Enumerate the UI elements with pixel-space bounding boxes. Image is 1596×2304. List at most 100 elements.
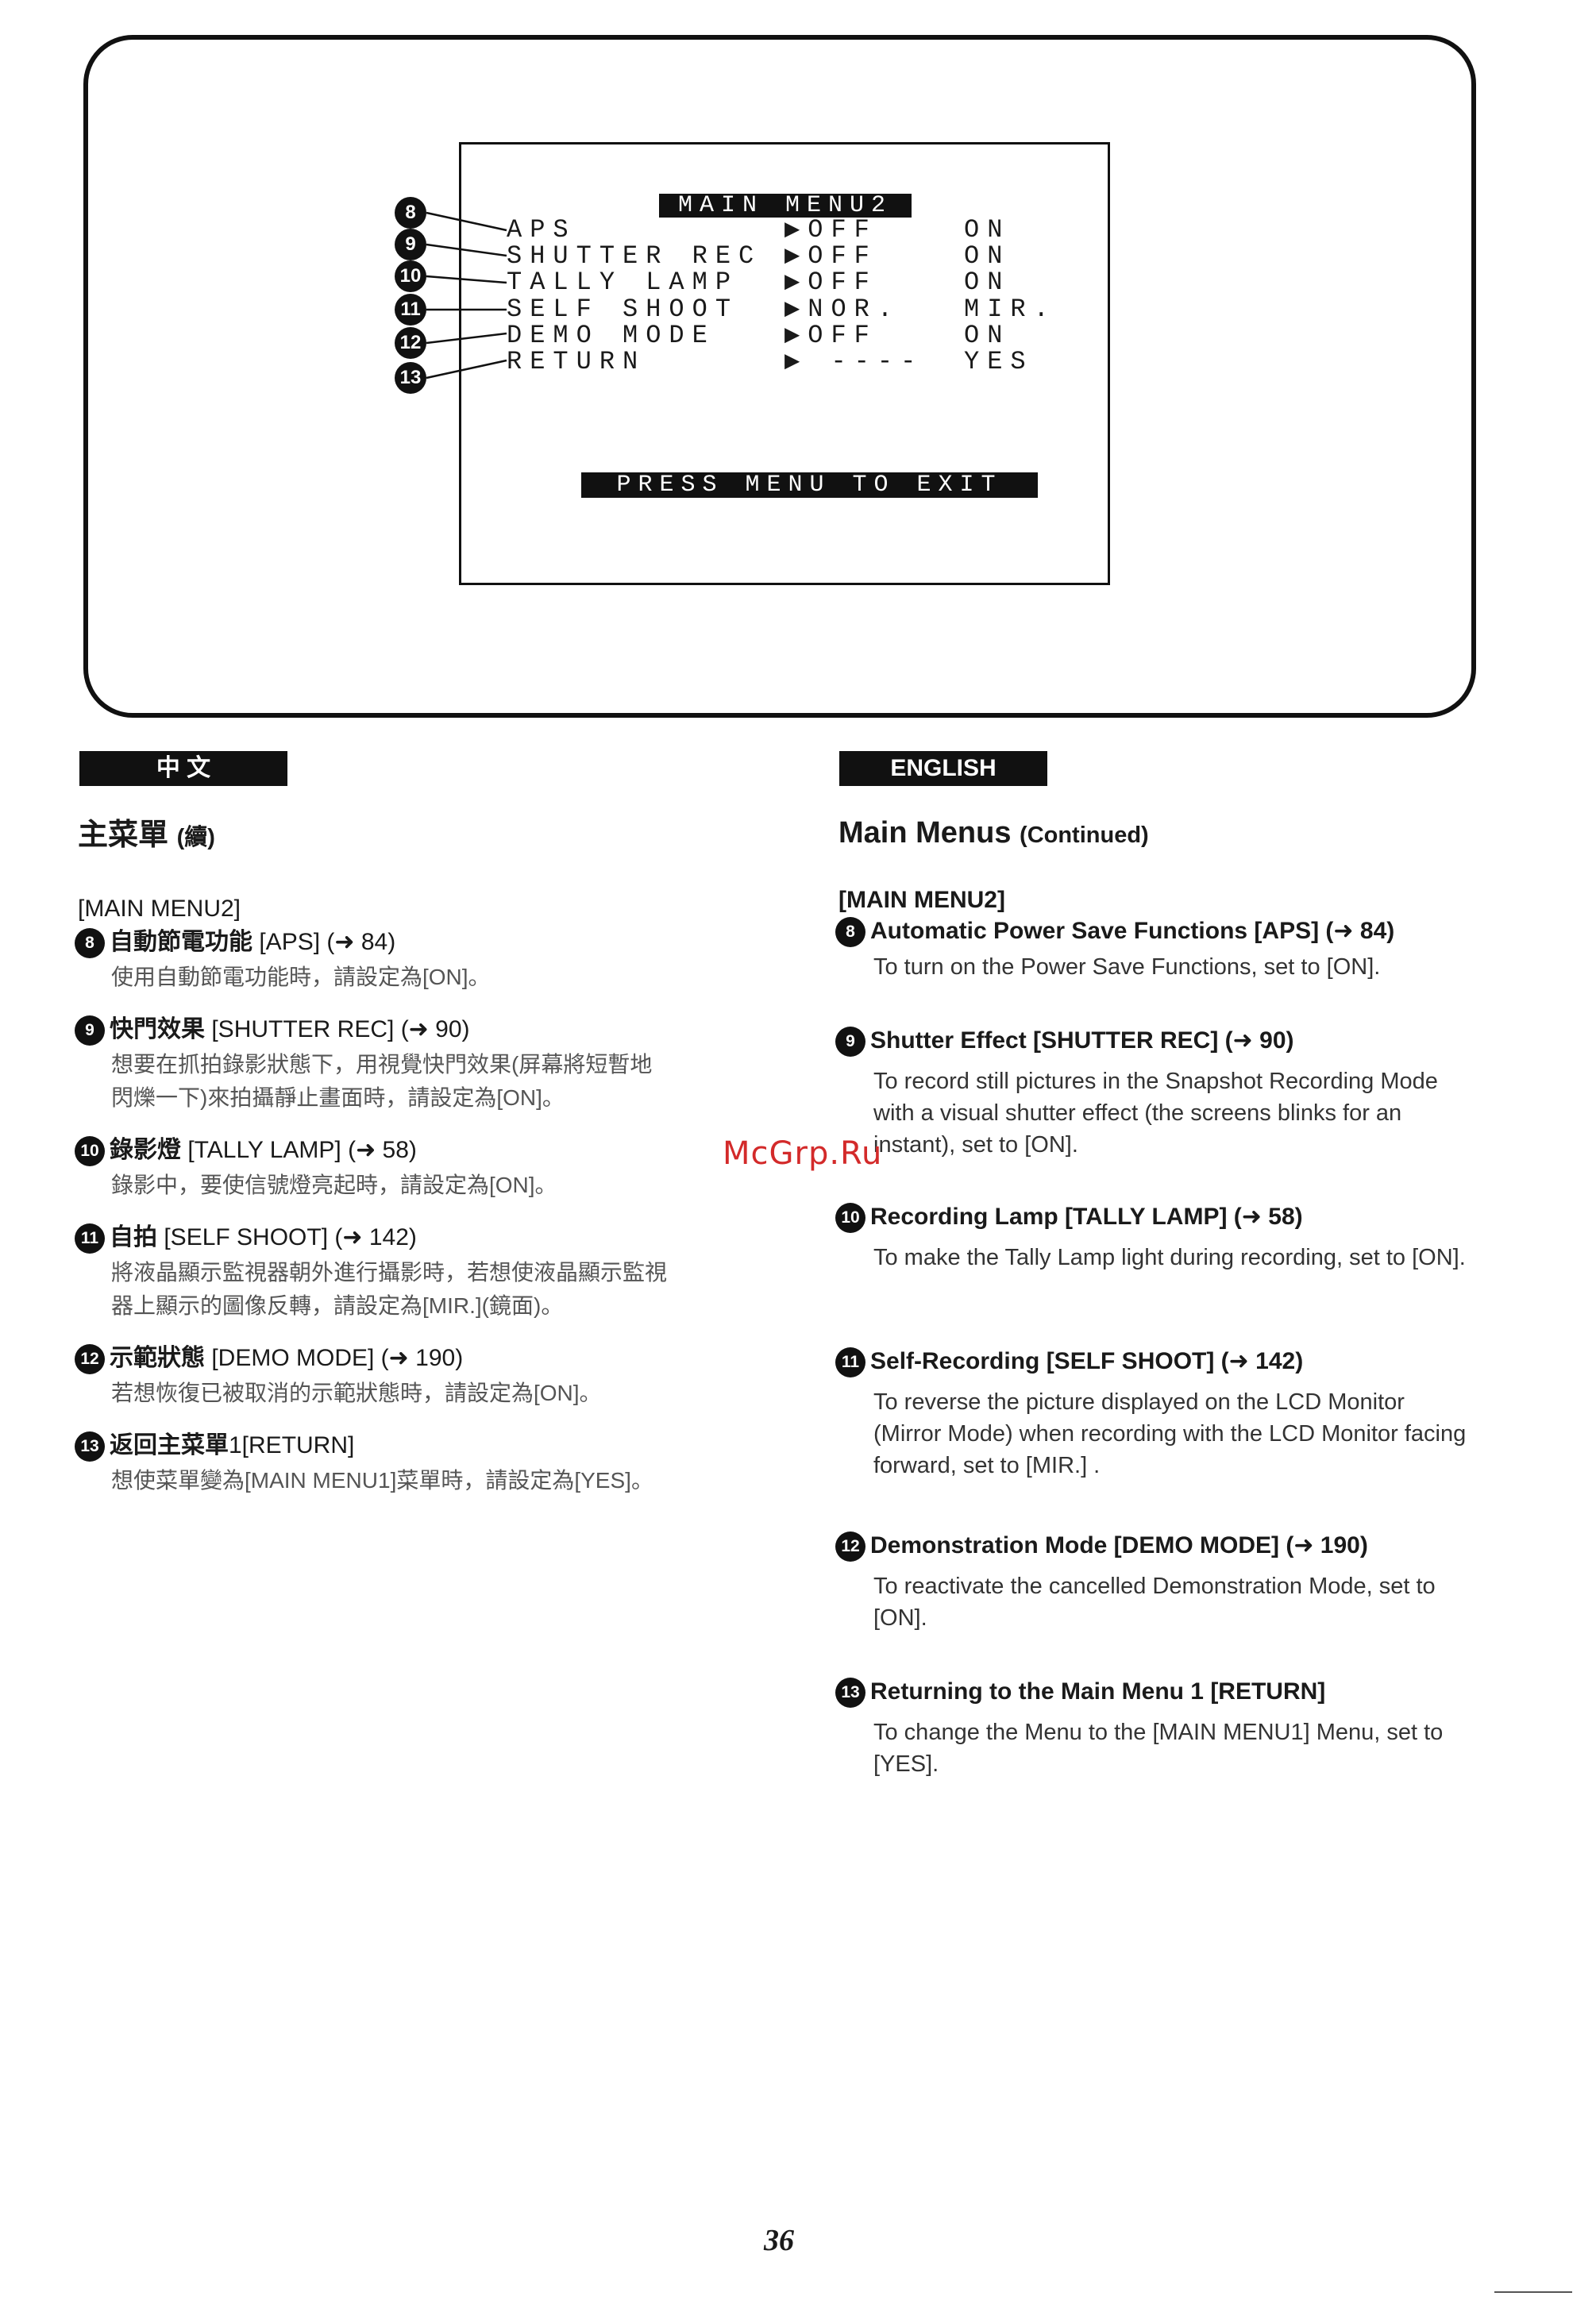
- item-number: 8: [835, 917, 865, 948]
- item-title-text: 示範狀態: [110, 1345, 205, 1371]
- menu-row-current: ▶OFF: [785, 321, 877, 350]
- body-line: 錄影中，要使信號燈亮起時，請設定為[ON]。: [111, 1173, 557, 1197]
- chinese-heading: 主菜單 (續): [78, 816, 215, 857]
- body-line: 想使菜單變為[MAIN MENU1]菜單時，請設定為[YES]。: [111, 1468, 653, 1493]
- callout-12: 12: [395, 327, 426, 359]
- item-number: 12: [835, 1532, 865, 1562]
- english-item-8-body: To turn on the Power Save Functions, set…: [873, 954, 1381, 980]
- item-code: [DEMO MODE] (➜ 190): [211, 1345, 464, 1371]
- item-number: 9: [75, 1015, 105, 1046]
- english-item-11-body: To reverse the picture displayed on the …: [873, 1389, 1467, 1478]
- body-line: 使用自動節電功能時，請設定為[ON]。: [111, 965, 491, 989]
- chinese-item-11-body: 將液晶顯示監視器朝外進行攝影時，若想使液晶顯示監視 器上顯示的圖像反轉，請設定為…: [111, 1256, 667, 1323]
- item-code: [SHUTTER REC] (➜ 90): [211, 1016, 470, 1042]
- chinese-heading-suffix: (續): [176, 825, 215, 850]
- menu-row-current: ▶OFF: [785, 215, 877, 245]
- english-item-9-body: To record still pictures in the Snapshot…: [873, 1069, 1438, 1158]
- item-code: 1[RETURN]: [229, 1432, 355, 1458]
- callout-9: 9: [395, 229, 426, 260]
- body-line: 器上顯示的圖像反轉，請設定為[MIR.](鏡面)。: [111, 1293, 564, 1318]
- menu-row-label: TALLY LAMP: [507, 268, 739, 297]
- callout-leaders: [426, 211, 507, 380]
- callout-10: 10: [395, 260, 426, 292]
- item-title-text: 錄影燈: [110, 1137, 181, 1163]
- chinese-heading-text: 主菜單: [78, 819, 169, 852]
- body-line: 將液晶顯示監視器朝外進行攝影時，若想使液晶顯示監視: [111, 1260, 668, 1285]
- callout-13: 13: [395, 362, 426, 394]
- edge-mark: [1494, 2291, 1572, 2293]
- menu-row-alt: MIR.: [964, 295, 1057, 324]
- item-title-text: Recording Lamp [TALLY LAMP] (➜ 58): [870, 1204, 1303, 1230]
- callout-11: 11: [395, 294, 426, 326]
- english-tag: ENGLISH: [839, 751, 1047, 786]
- illustration-frame: [83, 35, 1476, 718]
- menu-row-alt: ON: [964, 268, 1011, 297]
- item-title-text: Demonstration Mode [DEMO MODE] (➜ 190): [870, 1532, 1368, 1558]
- menu-row-alt: ON: [964, 215, 1011, 245]
- item-title-text: Automatic Power Save Functions [APS] (➜ …: [870, 918, 1395, 944]
- item-number: 13: [75, 1431, 105, 1462]
- menu-row-current: ▶OFF: [785, 268, 877, 297]
- chinese-item-8-body: 使用自動節電功能時，請設定為[ON]。: [111, 961, 491, 994]
- english-subheading: [MAIN MENU2]: [838, 887, 1005, 913]
- item-title-text: 快門效果: [110, 1016, 205, 1042]
- menu-row-current: ▶OFF: [785, 241, 877, 271]
- press-menu-to-exit: PRESS MENU TO EXIT: [581, 472, 1038, 498]
- chinese-subheading: [MAIN MENU2]: [78, 896, 241, 922]
- chinese-item-10-body: 錄影中，要使信號燈亮起時，請設定為[ON]。: [111, 1169, 557, 1202]
- menu-row-label: DEMO MODE: [507, 321, 715, 350]
- item-number: 9: [835, 1027, 865, 1058]
- body-line: 若想恢復已被取消的示範狀態時，請設定為[ON]。: [111, 1381, 602, 1405]
- page-number: 36: [764, 2224, 794, 2257]
- item-title-text: Shutter Effect [SHUTTER REC] (➜ 90): [870, 1027, 1294, 1054]
- item-title-text: Returning to the Main Menu 1 [RETURN]: [870, 1678, 1326, 1705]
- item-code: [TALLY LAMP] (➜ 58): [187, 1137, 417, 1163]
- item-number: 13: [835, 1678, 865, 1709]
- item-title-text: 自動節電功能: [110, 929, 253, 955]
- item-title-text: 自拍: [110, 1224, 157, 1250]
- watermark: McGrp.Ru: [723, 1135, 883, 1172]
- menu-row-alt: ON: [964, 241, 1011, 271]
- item-number: 10: [835, 1203, 865, 1234]
- menu-row-label: SHUTTER REC: [507, 241, 762, 271]
- english-heading: Main Menus (Continued): [838, 814, 1149, 854]
- english-item-10-body: To make the Tally Lamp light during reco…: [873, 1245, 1466, 1270]
- english-heading-text: Main Menus: [838, 816, 1012, 850]
- menu-row-alt: ON: [964, 321, 1011, 350]
- item-title-text: Self-Recording [SELF SHOOT] (➜ 142): [870, 1348, 1304, 1374]
- item-number: 11: [835, 1347, 865, 1378]
- menu-row-current: ▶ ----: [785, 347, 924, 376]
- item-code: [SELF SHOOT] (➜ 142): [164, 1224, 417, 1250]
- chinese-item-13-body: 想使菜單變為[MAIN MENU1]菜單時，請設定為[YES]。: [111, 1464, 653, 1497]
- item-code: [APS] (➜ 84): [259, 929, 396, 955]
- menu-row-label: SELF SHOOT: [507, 295, 739, 324]
- chinese-tag: 中 文: [79, 751, 287, 786]
- body-line: 想要在抓拍錄影狀態下，用視覺快門效果(屏幕將短暫地: [111, 1052, 653, 1077]
- menu-screen: [459, 142, 1110, 585]
- chinese-item-9-body: 想要在抓拍錄影狀態下，用視覺快門效果(屏幕將短暫地 閃爍一下)來拍攝靜止畫面時，…: [111, 1048, 652, 1115]
- callout-8: 8: [395, 197, 426, 229]
- english-item-12-body: To reactivate the cancelled Demonstratio…: [873, 1574, 1436, 1631]
- item-number: 11: [75, 1223, 105, 1254]
- english-item-13-body: To change the Menu to the [MAIN MENU1] M…: [873, 1720, 1444, 1777]
- item-title-text: 返回主菜單: [110, 1432, 229, 1458]
- item-number: 10: [75, 1136, 105, 1167]
- chinese-item-12-body: 若想恢復已被取消的示範狀態時，請設定為[ON]。: [111, 1377, 602, 1410]
- menu-row-current: ▶NOR.: [785, 295, 901, 324]
- body-line: 閃爍一下)來拍攝靜止畫面時，請設定為[ON]。: [111, 1085, 565, 1110]
- menu-row-label: APS: [507, 215, 576, 245]
- menu-title: MAIN MENU2: [659, 194, 912, 218]
- menu-row-alt: YES: [964, 347, 1034, 376]
